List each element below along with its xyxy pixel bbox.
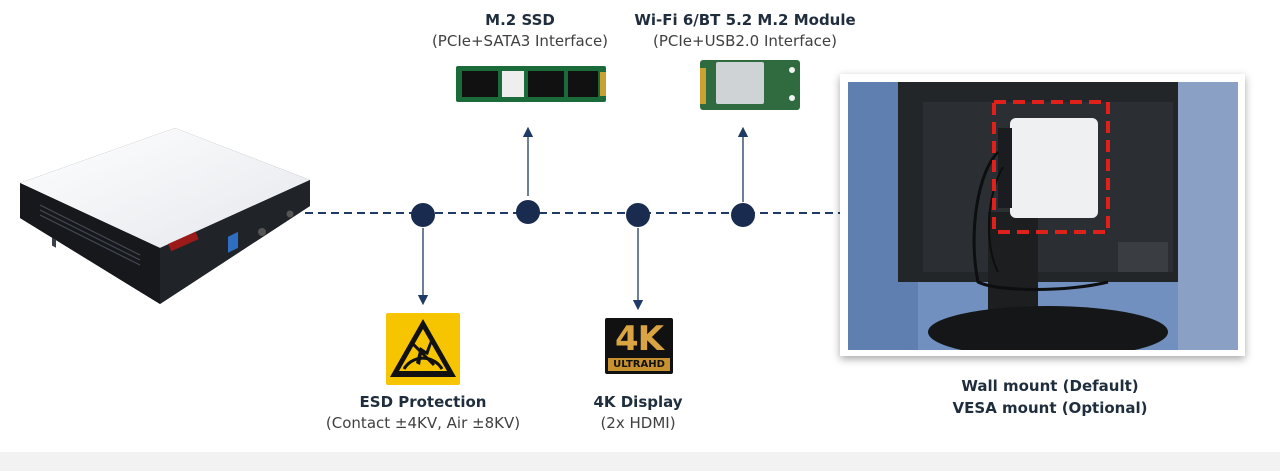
display-label: 4K Display (2x HDMI): [548, 392, 728, 434]
esd-subtitle: (Contact ±4KV, Air ±8KV): [325, 414, 521, 432]
node-ssd: [516, 200, 540, 224]
esd-label: ESD Protection (Contact ±4KV, Air ±8KV): [305, 392, 541, 434]
ssd-label: M.2 SSD (PCIe+SATA3 Interface): [400, 10, 640, 52]
footer-strip: [0, 452, 1280, 471]
mini-pc-image: [20, 128, 310, 304]
mount-line-2: VESA mount (Optional): [952, 399, 1148, 417]
4k-logo-text: 4K: [614, 319, 664, 359]
display-title: 4K Display: [593, 393, 683, 411]
monitor-mount-photo: [848, 82, 1238, 350]
ultrahd-logo-text: ULTRAHD: [608, 358, 670, 371]
node-esd: [411, 203, 435, 227]
ssd-title: M.2 SSD: [485, 11, 555, 29]
ssd-card-image: [456, 66, 606, 102]
4k-ultrahd-logo: 4K ULTRAHD: [605, 318, 673, 374]
node-display: [626, 203, 650, 227]
highlight-box: [992, 100, 1110, 234]
display-subtitle: (2x HDMI): [600, 414, 676, 432]
wifi-module-image: [700, 60, 800, 110]
esd-title: ESD Protection: [359, 393, 487, 411]
wifi-subtitle: (PCIe+USB2.0 Interface): [652, 32, 837, 50]
mount-line-1: Wall mount (Default): [961, 377, 1139, 395]
wifi-label: Wi-Fi 6/BT 5.2 M.2 Module (PCIe+USB2.0 I…: [610, 10, 880, 52]
wifi-title: Wi-Fi 6/BT 5.2 M.2 Module: [634, 11, 856, 29]
mount-label: Wall mount (Default) VESA mount (Optiona…: [900, 375, 1200, 419]
esd-warning-icon: [386, 313, 460, 385]
ssd-subtitle: (PCIe+SATA3 Interface): [431, 32, 609, 50]
node-wifi: [731, 203, 755, 227]
